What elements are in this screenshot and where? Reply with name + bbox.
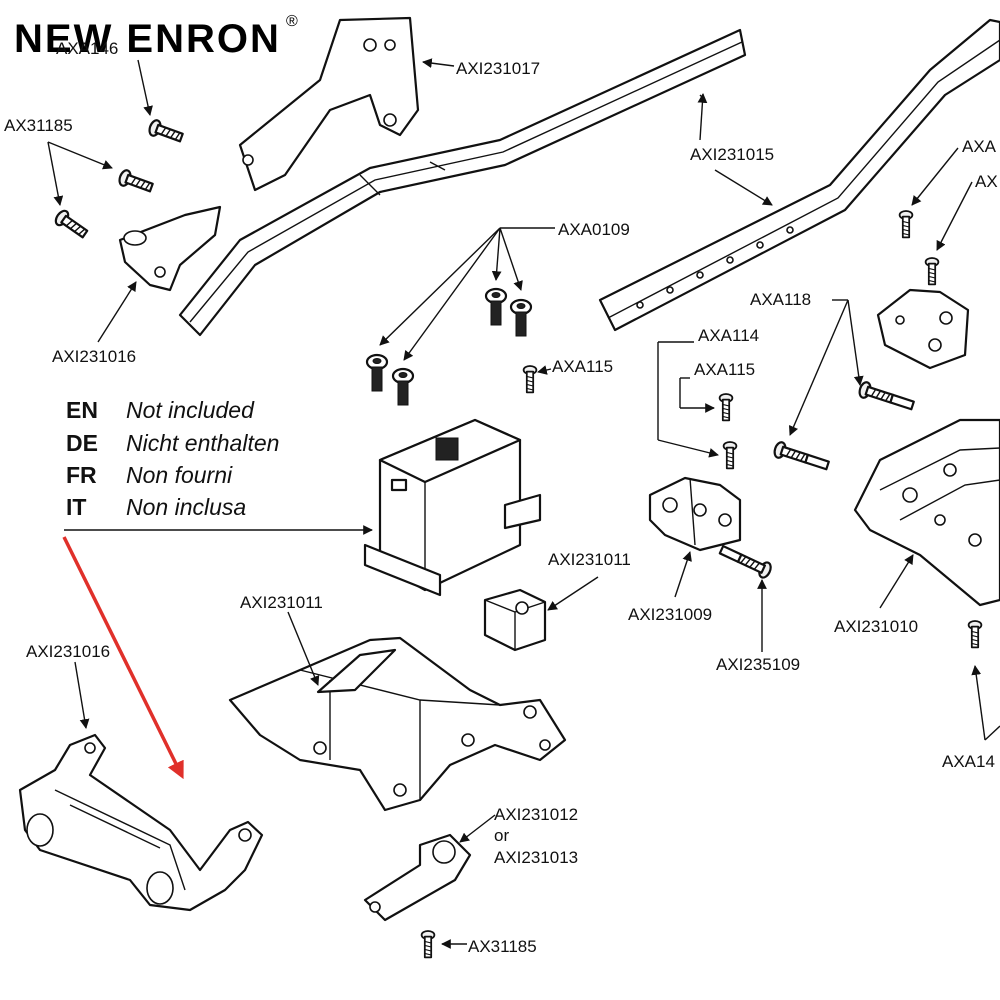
- callout-right-bottom-partial: AXA14: [942, 752, 995, 771]
- servo-icon: [363, 418, 542, 597]
- callout-ax31185-top: AX31185: [4, 116, 73, 135]
- callout-ax31185-bottom: AX31185: [468, 937, 537, 956]
- legend-code-de: DE: [66, 430, 98, 456]
- mount-bracket-icon: [876, 288, 970, 370]
- legend-code-en: EN: [66, 397, 98, 423]
- legend-text-fr: Non fourni: [126, 462, 233, 488]
- callout-axi231011-large: AXI231011: [240, 593, 323, 612]
- callout-axi231009: AXI231009: [628, 605, 712, 624]
- legend-text-en: Not included: [126, 397, 255, 423]
- leader-lines: [47, 58, 1000, 949]
- callout-axa118: AXA118: [750, 290, 811, 309]
- callout-top-left-partial: AXA146: [56, 39, 118, 58]
- callout-axi231013: AXI231013: [494, 848, 578, 867]
- servo-mount-icon: [228, 636, 567, 812]
- skid-plate-icon: [853, 418, 1000, 607]
- callout-axi231016-small: AXI231016: [52, 347, 136, 366]
- callout-axi231011-small: AXI231011: [548, 550, 631, 569]
- callout-axi231012: AXI231012: [494, 805, 578, 824]
- shock-mount-icon: [648, 476, 742, 552]
- callout-axa0109: AXA0109: [558, 220, 630, 239]
- part-callouts: AXA146 AXI231017 AXI231015 AX31185 AXI23…: [4, 39, 998, 956]
- legend-code-fr: FR: [66, 462, 97, 488]
- bumper-mount-icon: [18, 733, 264, 912]
- frame-rail-icon: [598, 18, 1000, 332]
- frame-brace-icon: [238, 16, 420, 192]
- brand-name: NEW ENRON: [14, 17, 281, 61]
- frame-rail-icon: [178, 28, 747, 337]
- screw-icon: [718, 379, 915, 581]
- red-pointer-arrow: [62, 536, 184, 780]
- callout-axi231015: AXI231015: [690, 145, 774, 164]
- callout-axi231010: AXI231010: [834, 617, 918, 636]
- callout-right-partial-2: AX: [975, 172, 998, 191]
- callout-axi231017: AXI231017: [456, 59, 540, 78]
- screw-icon: [365, 287, 533, 407]
- servo-horn-icon: [363, 833, 472, 922]
- callout-axa114: AXA114: [698, 326, 759, 345]
- callout-right-partial-1: AXA: [962, 137, 997, 156]
- servo-mount-icon: [483, 588, 547, 652]
- callout-axi231016-large: AXI231016: [26, 642, 110, 661]
- legend-text-de: Nicht enthalten: [126, 430, 279, 456]
- callout-axi235109: AXI235109: [716, 655, 800, 674]
- link-mount-icon: [118, 205, 222, 292]
- legend-text-it: Non inclusa: [126, 494, 246, 520]
- registered-mark: ®: [286, 13, 298, 30]
- callout-axa115-a: AXA115: [552, 357, 613, 376]
- brand-logo: NEW ENRON ®: [14, 13, 298, 61]
- callout-axa115-b: AXA115: [694, 360, 755, 379]
- legend-code-it: IT: [66, 494, 86, 520]
- not-included-legend: EN Not included DE Nicht enthalten FR No…: [66, 397, 279, 520]
- callout-or: or: [494, 826, 509, 845]
